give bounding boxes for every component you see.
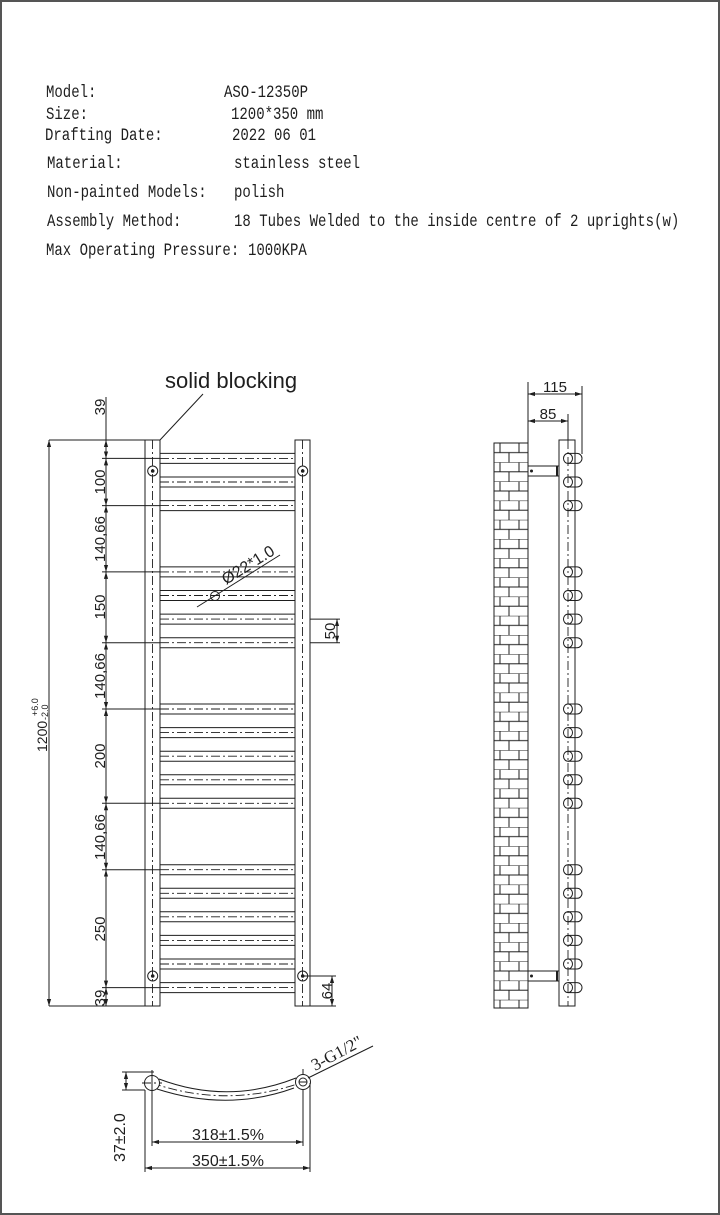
- solid-blocking-leader: [159, 393, 204, 441]
- side-view: 115 85: [493, 379, 583, 1009]
- tube-section: [563, 613, 583, 625]
- dim-label-group-2: 150: [92, 594, 109, 619]
- tube: [159, 864, 296, 876]
- tube-section: [563, 797, 583, 809]
- tube-section: [563, 774, 583, 786]
- overall-width-label: 350±1.5%: [192, 1153, 264, 1170]
- tube-pitch-label: 50: [322, 623, 339, 640]
- dim-label-gap-3: 140,66: [92, 814, 109, 860]
- brick-wall: [493, 442, 529, 1009]
- centres-label: 318±1.5%: [192, 1127, 264, 1144]
- curved-tube-inner: [156, 1087, 295, 1101]
- spec-label-drafting-date: Drafting Date:: [45, 126, 163, 146]
- wall-bracket-bottom: [527, 970, 560, 982]
- tube-section: [563, 864, 583, 876]
- bracket-offset-label: 64: [319, 983, 336, 1000]
- tube-section: [563, 566, 583, 578]
- tube-section: [563, 500, 583, 512]
- dim-label-group-3: 200: [92, 743, 109, 768]
- overall-height-value: 1200: [34, 721, 50, 752]
- tolerance-minus: -2.0: [40, 704, 50, 720]
- dim-label-group-4: 250: [92, 916, 109, 941]
- spec-label-material: Material:: [47, 154, 123, 174]
- tube-spec-label: Ø22*1.0: [219, 543, 278, 589]
- spec-value-size: 1200*350 mm: [231, 105, 324, 125]
- pipe-connection-leader: [307, 1045, 374, 1079]
- spec-value-material: stainless steel: [234, 154, 361, 174]
- dim-label-group-1: 100: [92, 469, 109, 494]
- tube-section: [563, 476, 583, 488]
- tube-section: [563, 750, 583, 762]
- pipe-connection-label: 3-G1/2": [308, 1032, 366, 1075]
- tube: [159, 797, 296, 809]
- tube-section: [563, 590, 583, 601]
- tube-section: [563, 637, 583, 649]
- solid-blocking-label: solid blocking: [165, 368, 297, 393]
- dim-label-gap-1: 140,66: [92, 516, 109, 562]
- tube-section: [563, 887, 583, 899]
- spec-label-finish: Non-painted Models:: [47, 183, 207, 203]
- mounting-bolt-icon: [147, 970, 159, 982]
- spec-label-size: Size:: [46, 105, 89, 125]
- tube: [159, 934, 296, 946]
- curved-tube-outer: [158, 1077, 297, 1093]
- tube: [159, 911, 296, 923]
- right-upright-section: [295, 1069, 311, 1090]
- wall-bracket-top: [527, 465, 560, 477]
- tube: [159, 452, 296, 464]
- tube: [159, 500, 296, 512]
- tube-section: [563, 727, 583, 739]
- tube-section: [563, 934, 583, 946]
- tube-section: [563, 958, 583, 970]
- tube: [159, 703, 296, 715]
- top-view: 3-G1/2" 37±2.0 318±1.5% 350±1.5%: [112, 1032, 374, 1172]
- spec-value-pressure: 1000KPA: [248, 241, 307, 261]
- depth-label: 37±2.0: [112, 1113, 129, 1162]
- spec-label-pressure: Max Operating Pressure:: [46, 241, 240, 261]
- mounting-bolt-icon: [297, 465, 309, 477]
- tube: [159, 590, 296, 601]
- spec-label-model: Model:: [46, 83, 97, 103]
- spec-label-assembly: Assembly Method:: [47, 212, 182, 232]
- tube-section: [563, 703, 583, 715]
- side-upright: [558, 439, 576, 1007]
- overall-height-label: 1200 +6.0 -2.0: [30, 698, 50, 752]
- tube: [159, 982, 296, 994]
- spec-value-assembly: 18 Tubes Welded to the inside centre of …: [234, 212, 680, 232]
- tube-section: [563, 982, 583, 994]
- mounting-bolt-icon: [147, 465, 159, 477]
- curved-tube-centreline: [151, 1081, 304, 1097]
- tube: [159, 613, 296, 625]
- tube: [159, 774, 296, 786]
- tube-group-1: [159, 452, 296, 512]
- spec-value-finish: polish: [234, 183, 285, 203]
- tube: [159, 887, 296, 899]
- tube: [159, 958, 296, 970]
- diameter-symbol-icon: [210, 591, 220, 601]
- tolerance-plus: +6.0: [30, 698, 40, 716]
- dim-label-top-offset: 39: [92, 399, 109, 416]
- tube-section: [563, 452, 583, 464]
- tube: [159, 750, 296, 762]
- tube: [159, 727, 296, 739]
- dim-label-bottom-offset: 39: [92, 990, 109, 1007]
- projection-outer-label: 115: [543, 379, 567, 396]
- spec-value-model: ASO-12350P: [224, 83, 309, 103]
- tube-group-4: [159, 864, 296, 994]
- tube-section: [563, 911, 583, 923]
- projection-centre-label: 85: [540, 406, 557, 423]
- tube: [159, 476, 296, 488]
- spec-value-drafting-date: 2022 06 01: [232, 126, 317, 146]
- dim-label-gap-2: 140,66: [92, 653, 109, 699]
- tube-group-3: [159, 703, 296, 809]
- tube: [159, 637, 296, 649]
- front-view: solid blocking Ø22*1.0 1200 +6.0 -2.0: [30, 368, 340, 1007]
